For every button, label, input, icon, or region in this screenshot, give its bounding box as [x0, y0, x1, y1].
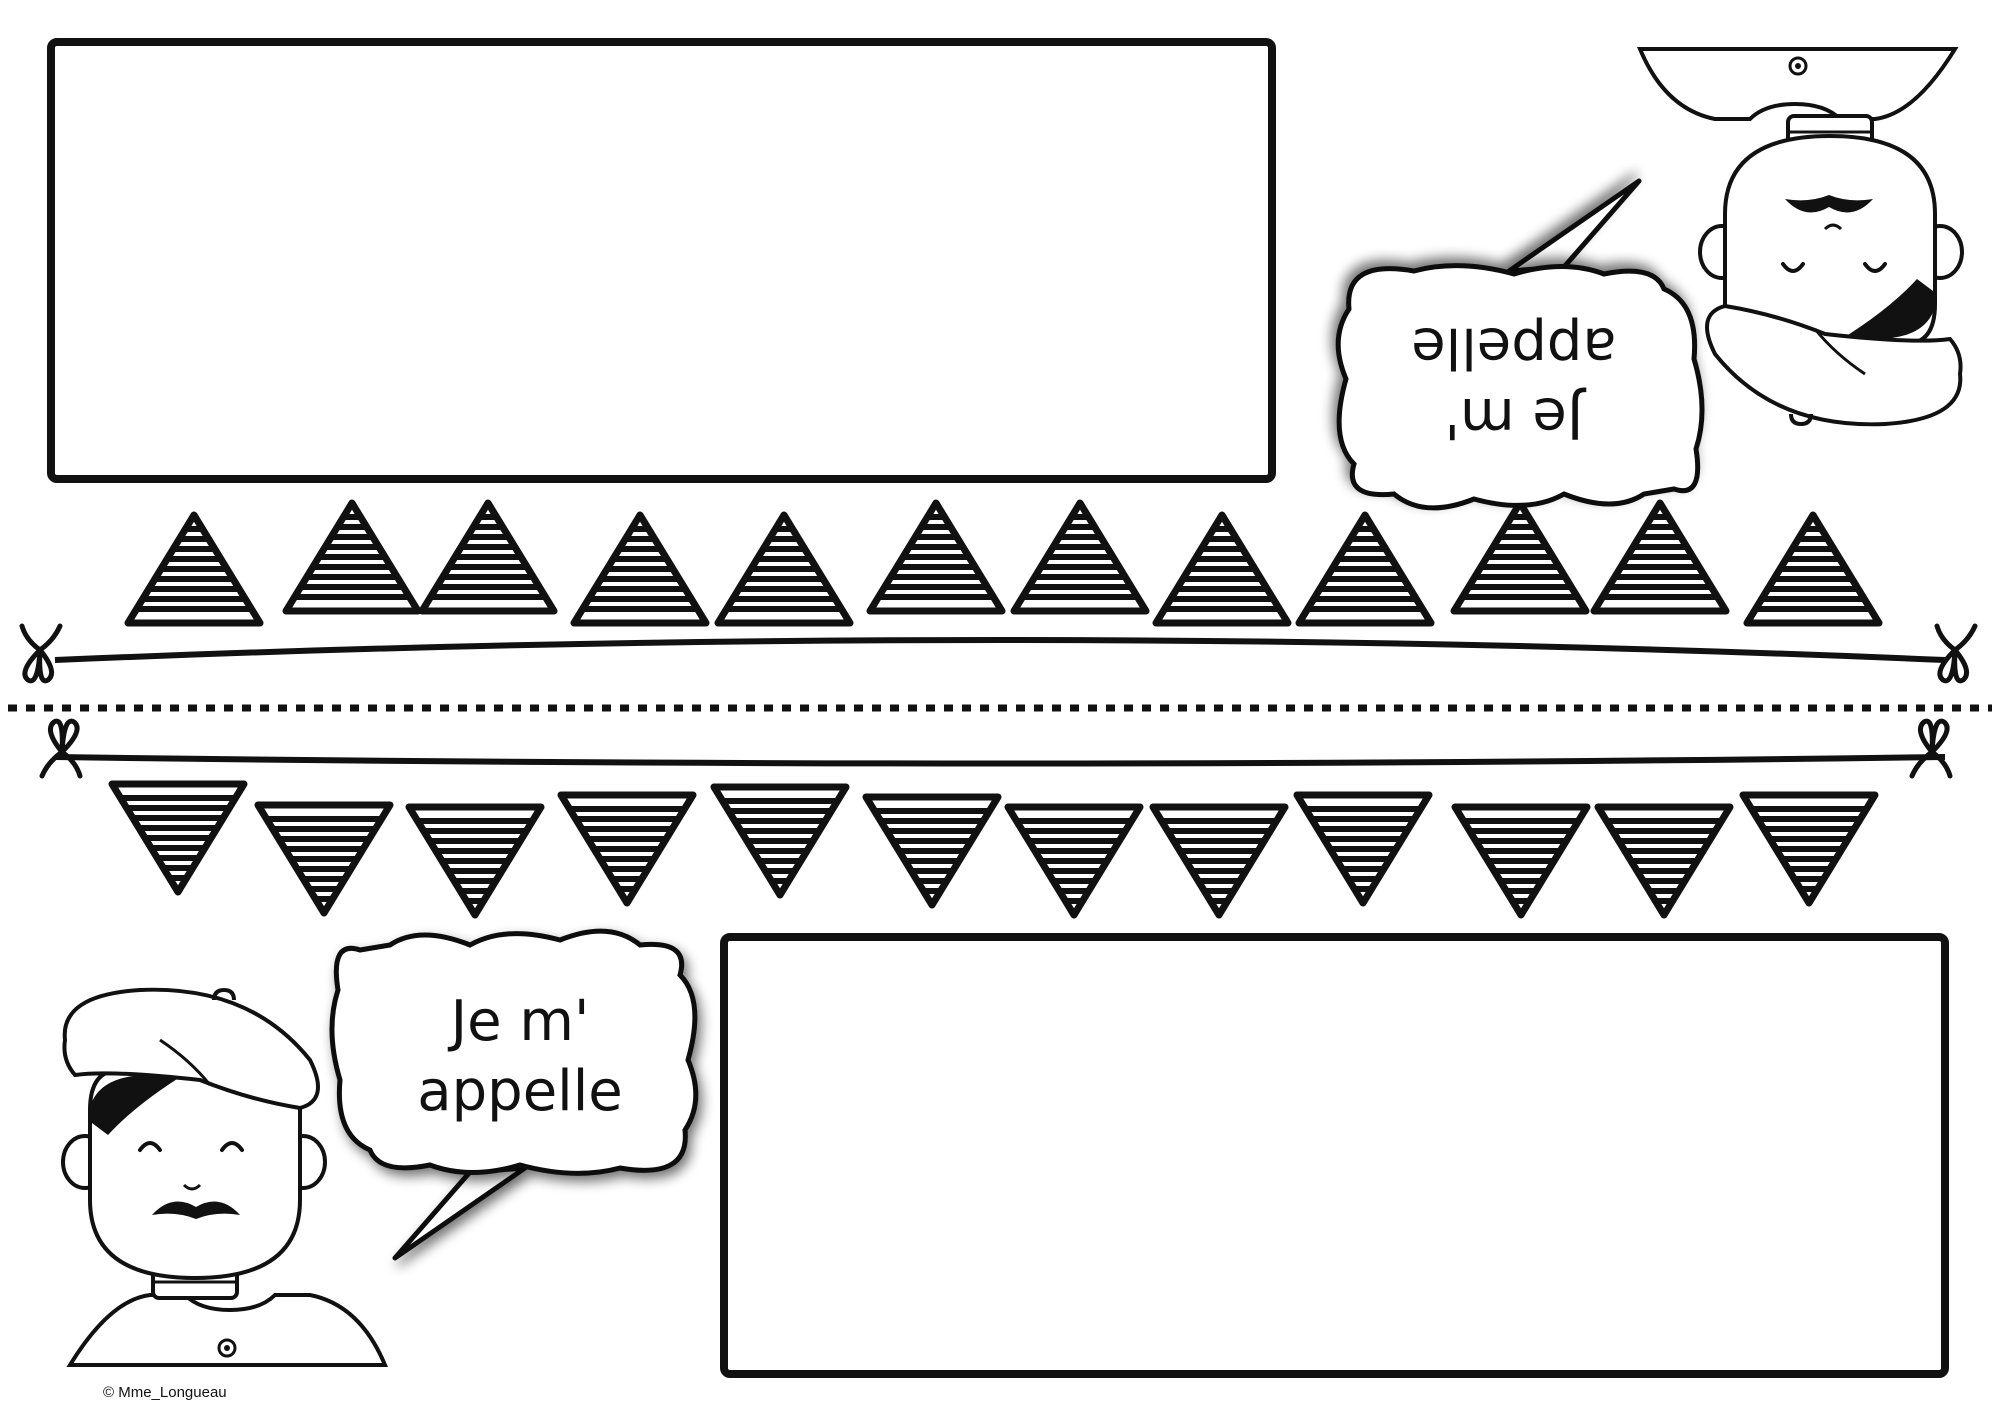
bunting-top: [22, 503, 1975, 681]
speech-line2: appelle: [417, 1059, 622, 1124]
speech-line2-upside-down: appelle: [1411, 315, 1616, 380]
name-writing-box-bottom: [720, 933, 1949, 1378]
speech-bubble-top-upside-down: Je m' appelle: [1338, 181, 1702, 508]
copyright-credit: © Mme_Longueau: [103, 1384, 227, 1401]
speech-line1-upside-down: Je m': [1445, 385, 1587, 450]
name-writing-box-top: [47, 38, 1276, 483]
bunting-bottom: [42, 721, 1950, 915]
speech-bubble-bottom: Je m' appelle: [332, 931, 696, 1258]
speech-line1: Je m': [448, 989, 590, 1054]
